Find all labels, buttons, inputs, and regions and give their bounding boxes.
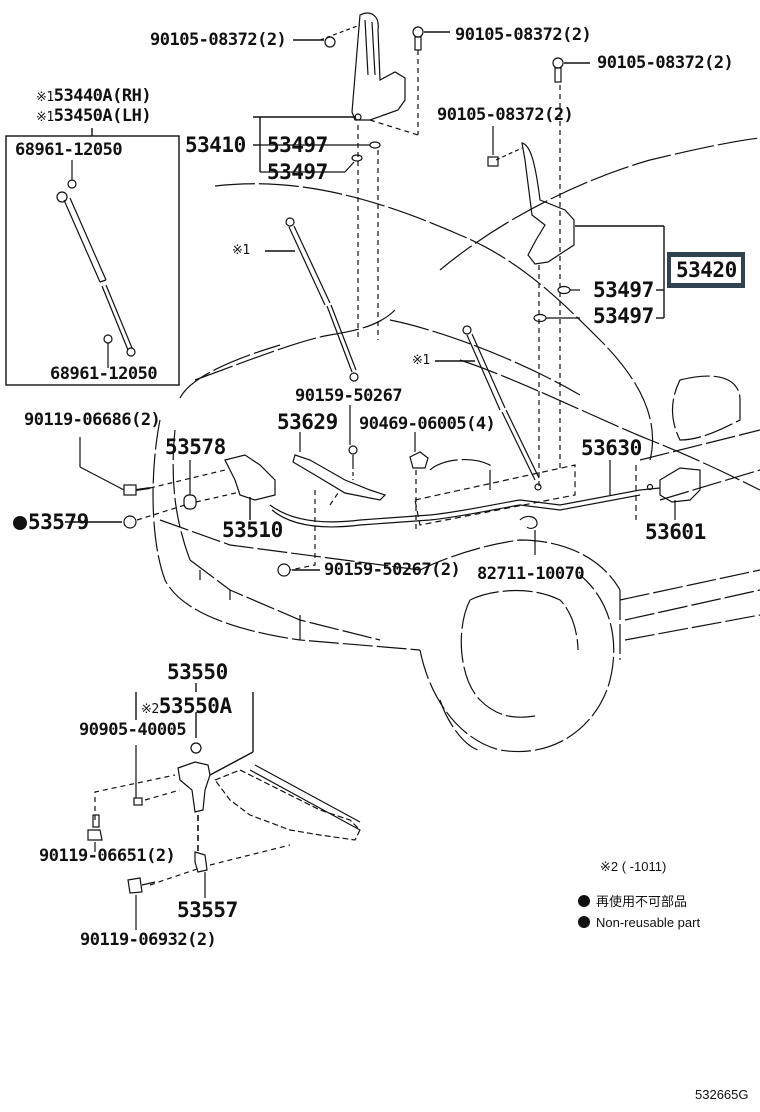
hood-outline <box>179 137 760 491</box>
lock-support-drawing <box>87 683 361 930</box>
label-hood-lock-cushion[interactable]: 53578 <box>165 435 226 459</box>
hinge-lh-drawing <box>253 12 450 340</box>
label-hinge-rh-cushion-2[interactable]: 53497 <box>593 304 654 328</box>
label-clamp-82711[interactable]: 82711-10070 <box>477 564 585 584</box>
footnote-2: ※2 ( -1011) <box>600 859 667 874</box>
label-bolt-90105-top-center[interactable]: 90105-08372(2) <box>455 25 592 45</box>
support-mark-lh: ※1 <box>36 110 54 125</box>
support-mark-rh: ※1 <box>36 90 54 105</box>
label-bracket-53629[interactable]: 53629 <box>277 410 338 434</box>
strut-detail-box <box>5 128 180 386</box>
strut-right-drawing <box>435 325 542 491</box>
label-strut-mark-left[interactable]: ※1 <box>232 243 250 258</box>
hood-lock-area <box>65 437 641 577</box>
label-hood-lock-support[interactable]: 53550 <box>167 660 228 684</box>
label-screw-90159-bottom[interactable]: 90159-50267(2) <box>324 560 461 580</box>
label-bracket-53557[interactable]: 53557 <box>177 898 238 922</box>
highlighted-part-frame <box>667 252 745 288</box>
label-strut-mark-right[interactable]: ※1 <box>412 353 430 368</box>
label-bolt-90119-06686[interactable]: 90119-06686(2) <box>24 410 161 430</box>
label-hood-lock-support-a[interactable]: ※253550A <box>141 694 232 718</box>
label-bolt-90105-top-left[interactable]: 90105-08372(2) <box>150 30 287 50</box>
label-screw-90159-top[interactable]: 90159-50267 <box>295 386 403 406</box>
label-support-lh[interactable]: ※153450A(LH) <box>36 106 152 126</box>
release-lever-drawing <box>414 460 701 555</box>
label-release-lever[interactable]: 53601 <box>645 520 706 544</box>
label-clip-90469[interactable]: 90469-06005(4) <box>359 414 496 434</box>
label-support-end-top[interactable]: 68961-12050 <box>15 140 123 160</box>
legend-non-reusable-jp: 再使用不可部品 <box>578 895 687 908</box>
label-support-end-bottom[interactable]: 68961-12050 <box>50 364 158 384</box>
legend-bullet-icon <box>578 916 590 928</box>
label-pin-90905[interactable]: 90905-40005 <box>79 720 187 740</box>
label-hinge-rh-cushion-1[interactable]: 53497 <box>593 278 654 302</box>
label-bolt-90105-mid-right[interactable]: 90105-08372(2) <box>437 105 574 125</box>
label-bolt-90119-06651[interactable]: 90119-06651(2) <box>39 846 176 866</box>
figure-code: 532665G <box>695 1087 749 1102</box>
strut-left-drawing <box>265 217 359 382</box>
support-a-mark: ※2 <box>141 702 159 717</box>
label-hinge-lh-cushion-2[interactable]: 53497 <box>267 160 328 184</box>
legend-non-reusable-en: Non-reusable part <box>578 916 700 929</box>
label-bolt-90119-06932[interactable]: 90119-06932(2) <box>80 930 217 950</box>
label-hinge-rh[interactable]: 53420 <box>676 258 737 282</box>
label-hinge-lh-cushion-1[interactable]: 53497 <box>267 133 328 157</box>
label-cable-53630[interactable]: 53630 <box>581 436 642 460</box>
legend-bullet-icon <box>578 895 590 907</box>
label-hinge-lh[interactable]: 53410 <box>185 133 246 157</box>
label-hood-lock-plug[interactable]: 53579 <box>13 512 89 533</box>
label-support-rh[interactable]: ※153440A(RH) <box>36 86 152 106</box>
label-hood-lock[interactable]: 53510 <box>222 518 283 542</box>
hinge-rh-drawing <box>487 57 665 490</box>
non-reusable-bullet <box>13 516 27 530</box>
car-body <box>152 375 760 753</box>
label-bolt-90105-top-right[interactable]: 90105-08372(2) <box>597 53 734 73</box>
